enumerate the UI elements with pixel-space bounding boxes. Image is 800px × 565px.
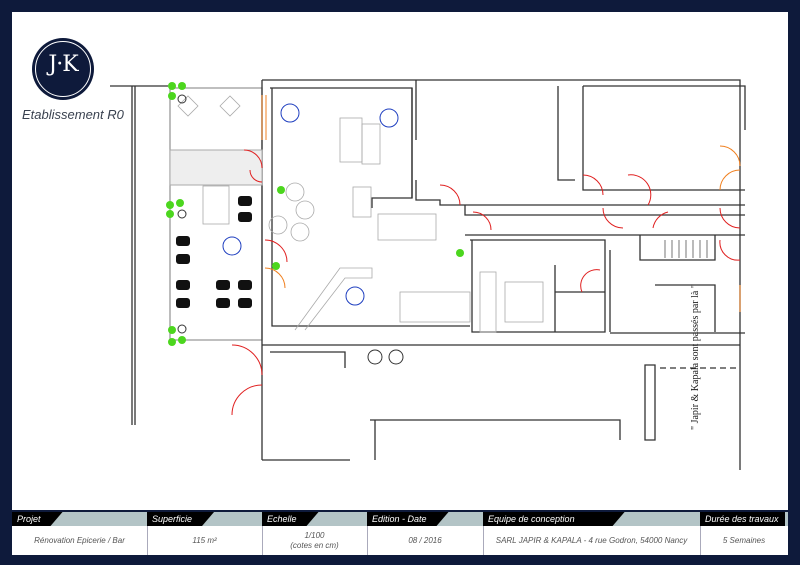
title-cell-scale: Echelle 1/100(cotes en cm) bbox=[262, 512, 368, 555]
logo-text: J·K bbox=[48, 52, 78, 77]
cell-value: 1/100 bbox=[304, 530, 325, 540]
cell-label: Echelle bbox=[262, 512, 319, 526]
windows bbox=[261, 95, 741, 312]
round-tables bbox=[222, 103, 399, 306]
stairs bbox=[664, 240, 708, 258]
columns bbox=[177, 94, 404, 365]
cell-value: SARL JAPIR & KAPALA - 4 rue Godron, 5400… bbox=[495, 535, 688, 545]
cell-label: Projet bbox=[12, 512, 63, 526]
hatched-area bbox=[169, 149, 263, 186]
cell-value: 115 m² bbox=[192, 535, 217, 545]
cell-value: Rénovation Epicerie / Bar bbox=[34, 535, 125, 545]
title-cell-duration: Durée des travaux 5 Semaines bbox=[700, 512, 788, 555]
cell-label: Durée des travaux bbox=[700, 512, 785, 526]
cell-label: Equipe de conception bbox=[483, 512, 625, 526]
doors bbox=[231, 149, 741, 416]
logo-ring bbox=[35, 41, 91, 97]
cell-label: Edition - Date bbox=[367, 512, 449, 526]
establishment-title: Etablissement R0 bbox=[22, 107, 124, 122]
jk-logo: J·K bbox=[32, 38, 94, 100]
title-cell-area: Superficie 115 m² bbox=[147, 512, 263, 555]
title-cell-project: Projet Rénovation Epicerie / Bar bbox=[12, 512, 148, 555]
title-cell-team: Equipe de conception SARL JAPIR & KAPALA… bbox=[483, 512, 701, 555]
cell-value: 5 Semaines bbox=[722, 535, 766, 545]
plants bbox=[166, 82, 464, 346]
title-cell-date: Edition - Date 08 / 2016 bbox=[367, 512, 484, 555]
cell-value-note: (cotes en cm) bbox=[290, 540, 339, 550]
terrace-chairs bbox=[176, 196, 252, 308]
walls bbox=[110, 79, 746, 470]
cell-value: 08 / 2016 bbox=[408, 535, 442, 545]
cell-label: Superficie bbox=[147, 512, 214, 526]
furniture bbox=[177, 95, 544, 333]
title-block: Projet Rénovation Epicerie / Bar Superfi… bbox=[12, 512, 788, 555]
side-quote: " Japir & Kapala sont passés par là " bbox=[690, 284, 701, 430]
drawing-sheet bbox=[12, 12, 788, 510]
